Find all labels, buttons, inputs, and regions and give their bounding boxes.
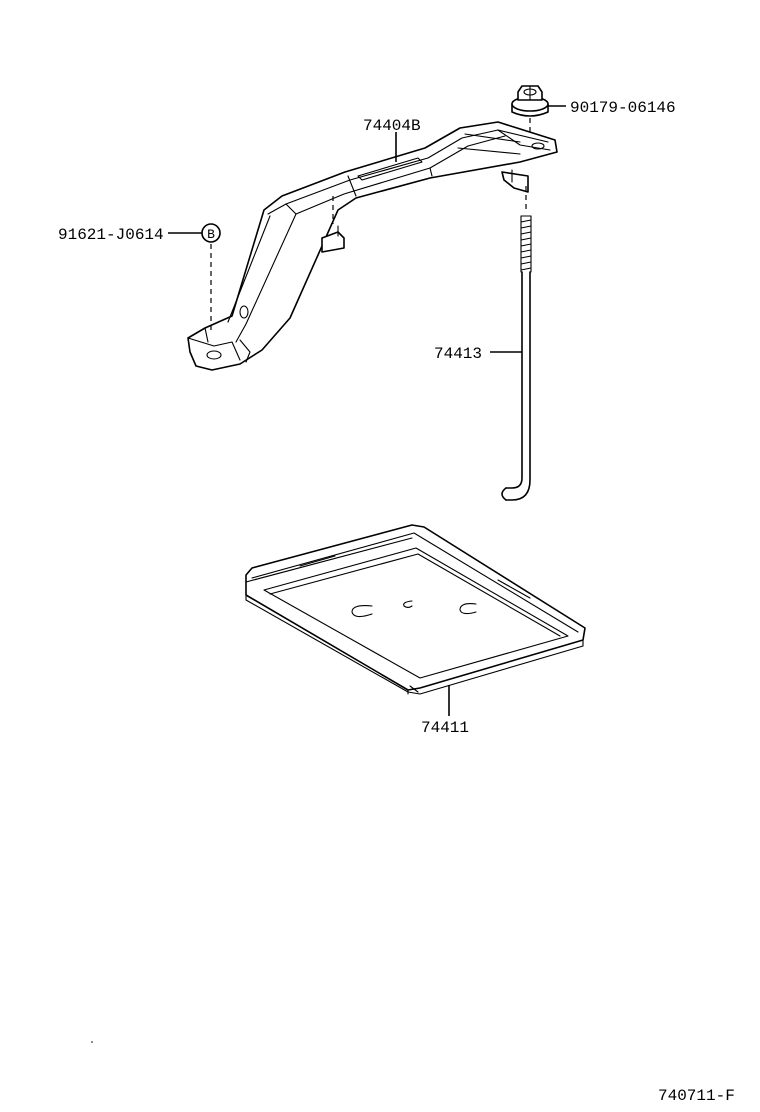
- battery-clamp-bracket: [187, 121, 558, 371]
- label-hold-down-rod: 74413: [434, 345, 482, 363]
- hold-down-rod: [501, 215, 532, 501]
- flange-nut: [511, 85, 549, 117]
- figure-code: 740711-F: [658, 1087, 735, 1105]
- battery-tray: [245, 524, 586, 695]
- bolt-marker: B: [201, 223, 221, 243]
- label-bracket: 74404B: [363, 117, 421, 135]
- label-nut: 90179-06146: [570, 99, 676, 117]
- leader-lines: [168, 105, 566, 716]
- label-tray: 74411: [421, 719, 469, 737]
- bolt-marker-letter: B: [207, 227, 215, 242]
- label-bolt: 91621-J0614: [58, 226, 164, 244]
- stray-dot: [91, 1041, 93, 1043]
